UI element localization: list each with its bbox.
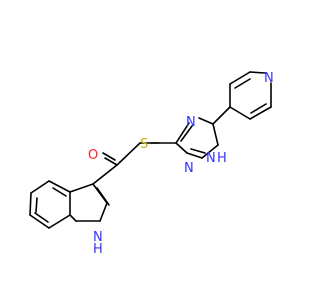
bond — [104, 157, 118, 166]
oxygen-label: O — [88, 148, 98, 163]
bond — [234, 78, 251, 89]
bond — [212, 123, 219, 146]
bond — [250, 103, 267, 114]
bond — [34, 212, 49, 223]
bond — [180, 125, 193, 142]
pyridine-n-label: N — [264, 71, 274, 86]
triazole-n2-label: N — [184, 161, 194, 176]
triazole-n1-h-label: H — [217, 151, 227, 166]
bond — [190, 148, 206, 154]
bond — [99, 202, 108, 222]
structure-canvas: O S N N N H N N H — [29, 71, 274, 257]
bond — [229, 106, 251, 120]
bond — [52, 187, 67, 197]
bond — [198, 117, 214, 125]
bond — [175, 122, 190, 144]
bond — [92, 164, 118, 185]
bond — [249, 71, 266, 74]
triazole-n1-label: N — [206, 151, 216, 166]
bond — [116, 142, 141, 166]
triazole-n4-label: N — [186, 115, 196, 130]
bond — [35, 197, 38, 213]
bond — [201, 144, 219, 159]
bond — [96, 187, 110, 206]
bond — [175, 142, 188, 154]
bond — [30, 180, 50, 194]
bond — [102, 152, 116, 161]
indole-nh-h-label: H — [93, 242, 103, 257]
bond — [69, 183, 94, 193]
bond — [249, 106, 272, 120]
bonds — [29, 71, 272, 229]
bond — [29, 192, 32, 216]
bond — [229, 71, 251, 85]
molecule-diagram: O S N N N H N N H — [29, 71, 274, 257]
bond — [29, 214, 50, 229]
bond — [212, 106, 231, 125]
indole-n-label: N — [93, 230, 103, 245]
sulfur-label: S — [140, 137, 148, 152]
bond — [48, 180, 71, 193]
bond — [186, 152, 203, 159]
bond — [69, 214, 77, 222]
bond — [48, 214, 71, 229]
